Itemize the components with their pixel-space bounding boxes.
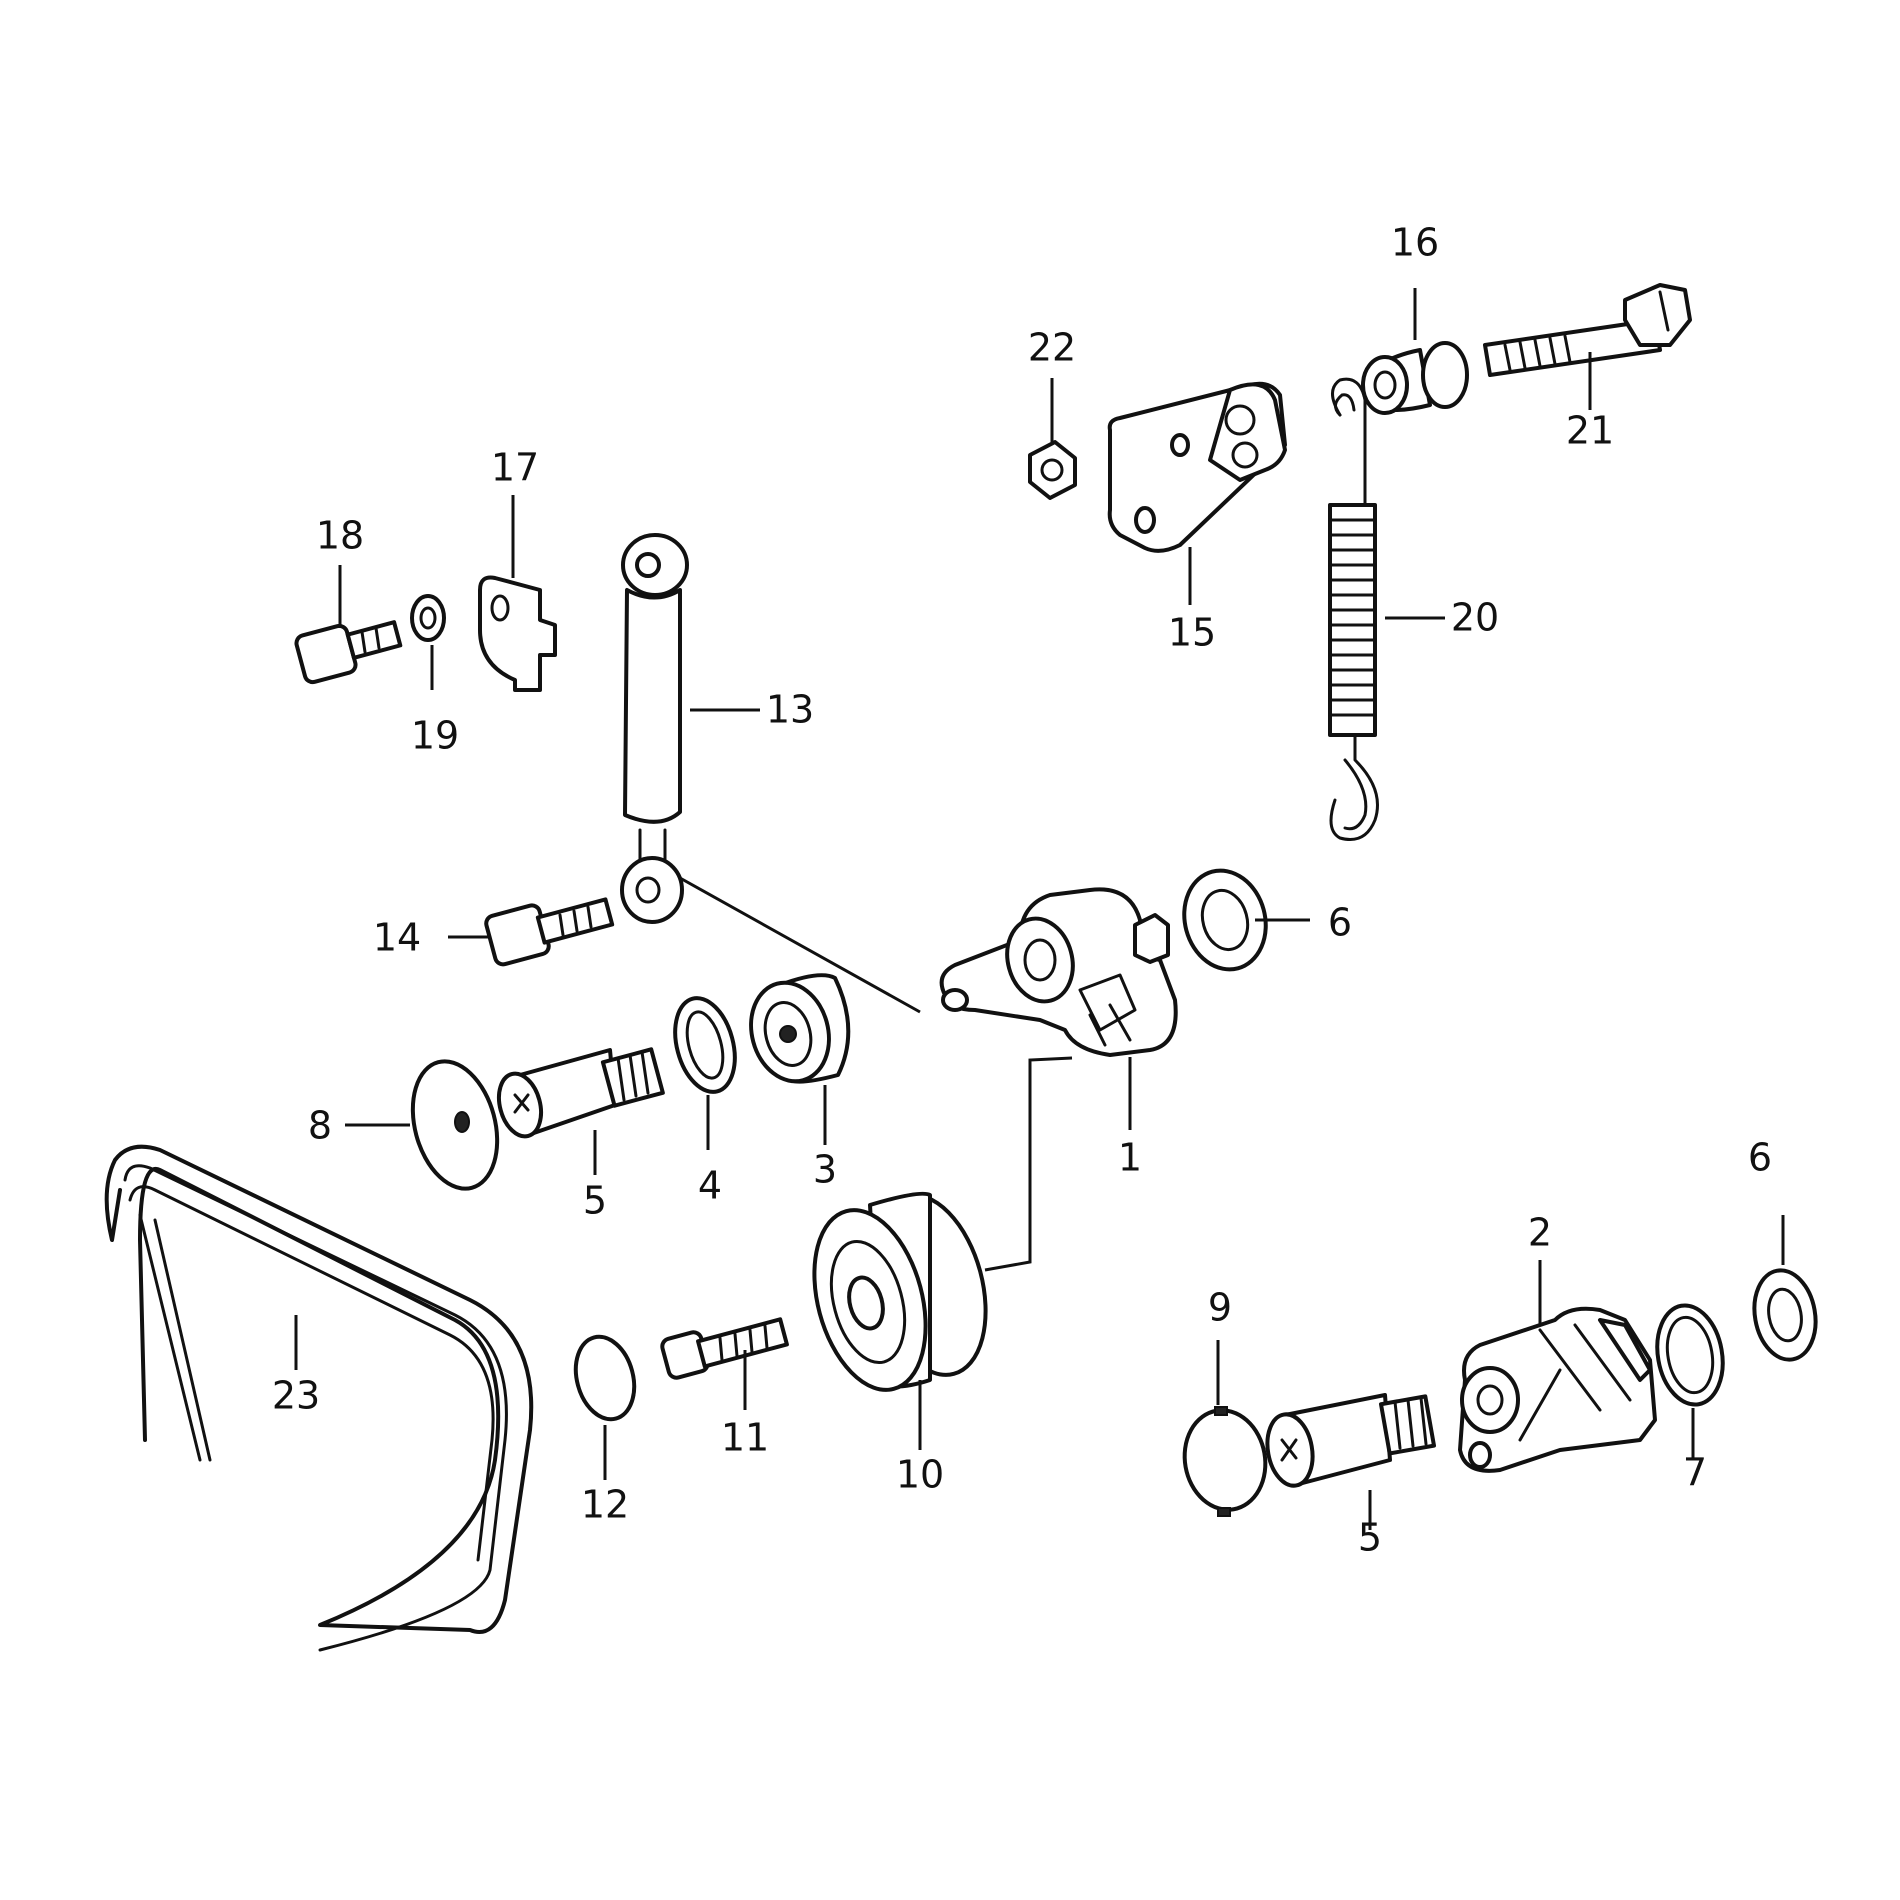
callout-21: 21 — [1566, 409, 1614, 453]
callout-17: 17 — [491, 446, 539, 490]
part-10-idler-pulley — [812, 1191, 988, 1392]
leader-lines — [294, 288, 1785, 1530]
callout-6-upper: 6 — [1328, 901, 1352, 945]
callout-15: 15 — [1168, 611, 1216, 655]
callout-18: 18 — [316, 514, 364, 558]
part-8-washer — [410, 1059, 500, 1191]
part-21-long-bolt — [1483, 283, 1692, 377]
part-16-bushing — [1361, 341, 1469, 415]
part-4-snap-ring — [673, 996, 737, 1094]
part-6-seal-lower — [1752, 1268, 1818, 1362]
part-17-bracket — [478, 575, 557, 692]
part-7-ring — [1655, 1303, 1725, 1407]
callout-14: 14 — [373, 916, 421, 960]
callout-22: 22 — [1028, 326, 1076, 370]
callout-11: 11 — [721, 1416, 769, 1460]
callout-5-lower: 5 — [1358, 1516, 1382, 1560]
part-1-tensioner-arm — [939, 887, 1178, 1057]
part-20-tension-spring — [1328, 377, 1379, 841]
part-2-tensioner-housing — [1458, 1306, 1657, 1473]
callout-9: 9 — [1208, 1286, 1232, 1330]
callout-5-upper: 5 — [583, 1179, 607, 1223]
callout-23: 23 — [272, 1374, 320, 1418]
part-19-washer — [410, 594, 446, 642]
callout-4: 4 — [698, 1164, 722, 1208]
part-3-bearing — [749, 973, 851, 1084]
part-11-bolt — [660, 1317, 789, 1380]
callout-labels: 1 2 3 4 5 5 6 6 7 8 9 10 11 12 13 14 15 … — [272, 221, 1772, 1560]
callout-6-lower: 6 — [1748, 1136, 1772, 1180]
callout-7: 7 — [1683, 1451, 1707, 1495]
callout-2: 2 — [1528, 1211, 1552, 1255]
assembly-line-damper-to-arm — [679, 876, 921, 1014]
callout-8: 8 — [308, 1104, 332, 1148]
callout-19: 19 — [411, 714, 459, 758]
part-15-mounting-bracket — [1107, 381, 1287, 553]
part-9-cap — [1182, 1406, 1268, 1517]
part-13-damper — [620, 533, 689, 924]
callout-13: 13 — [766, 688, 814, 732]
callout-16: 16 — [1391, 221, 1439, 265]
part-12-dust-cap — [573, 1334, 637, 1422]
part-23-poly-v-belt — [104, 1144, 534, 1652]
part-5-shoulder-bolt-lower — [1265, 1393, 1436, 1488]
part-6-seal-upper — [1182, 868, 1268, 972]
callout-10: 10 — [896, 1453, 944, 1497]
part-18-bolt — [294, 620, 403, 685]
part-22-nut — [1028, 440, 1077, 500]
assembly-line-pulley-to-arm — [984, 1056, 1073, 1272]
part-5-shoulder-bolt-upper — [496, 1047, 665, 1139]
part-14-bolt — [484, 897, 615, 967]
callout-1: 1 — [1118, 1136, 1142, 1180]
callout-3: 3 — [813, 1148, 837, 1192]
callout-20: 20 — [1451, 596, 1499, 640]
callout-12: 12 — [581, 1483, 629, 1527]
